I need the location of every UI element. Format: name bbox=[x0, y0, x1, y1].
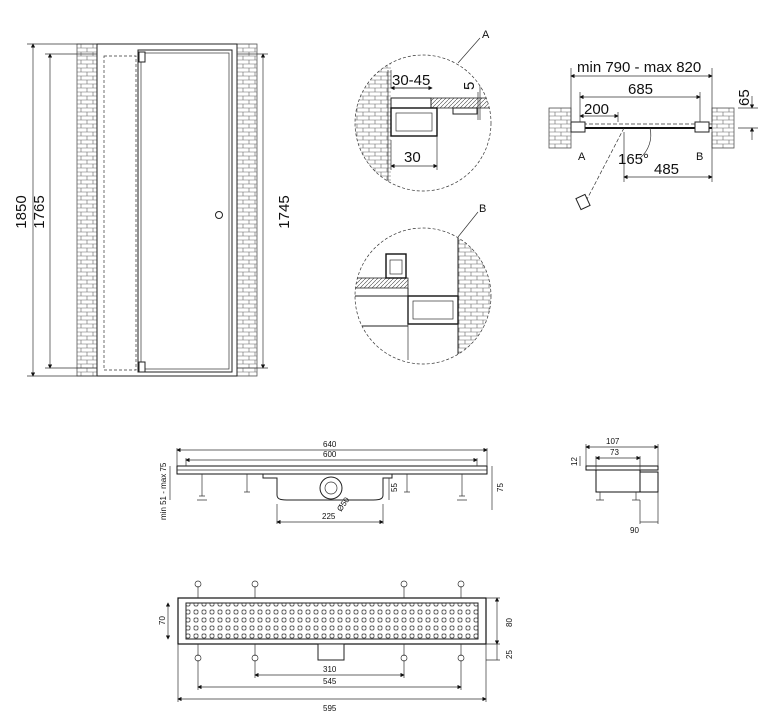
drain-cross-section: 107 73 12 90 bbox=[570, 437, 659, 535]
drain-height-range: min 51 - max 75 bbox=[159, 462, 168, 520]
dim-1765: 1765 bbox=[31, 195, 48, 228]
drain-outlet bbox=[319, 476, 343, 500]
top-w80: 80 bbox=[505, 618, 514, 627]
door-panel bbox=[137, 49, 233, 373]
plan-width: 685 bbox=[628, 81, 653, 98]
plan-angle: 165° bbox=[618, 151, 649, 168]
drain-len-outer: 640 bbox=[323, 440, 337, 449]
plan-view: min 790 - max 820 685 200 65 165° 485 A … bbox=[548, 59, 758, 211]
detail-a-dim-top: 30-45 bbox=[392, 72, 430, 89]
plan-depth: 65 bbox=[736, 89, 753, 106]
door-swing bbox=[583, 127, 625, 206]
detail-a: A 30-45 5 30 bbox=[354, 29, 492, 192]
door-elevation: 1850 1765 1745 bbox=[13, 43, 293, 377]
plan-offset: 200 bbox=[584, 101, 609, 118]
top-d310: 310 bbox=[323, 665, 337, 674]
section-h12: 12 bbox=[570, 457, 579, 466]
plan-label-a: A bbox=[578, 151, 586, 163]
plan-label-b: B bbox=[696, 151, 703, 163]
top-d595: 595 bbox=[323, 704, 337, 713]
drain-outlet-span: 225 bbox=[322, 512, 336, 521]
detail-b-tag: B bbox=[479, 203, 486, 215]
top-w70: 70 bbox=[158, 616, 167, 625]
fixed-panel bbox=[103, 55, 137, 371]
dim-1745: 1745 bbox=[276, 195, 293, 228]
drain-side-view: 640 600 min 51 - max 75 75 55 225 Ø50 bbox=[159, 440, 505, 525]
left-wall bbox=[76, 43, 98, 377]
drain-h55: 55 bbox=[390, 483, 399, 492]
section-w73: 73 bbox=[610, 448, 619, 457]
drain-len-inner: 600 bbox=[323, 450, 337, 459]
plan-swing: 485 bbox=[654, 161, 679, 178]
section-w90: 90 bbox=[630, 526, 639, 535]
dim-1850: 1850 bbox=[13, 195, 30, 228]
detail-a-dim-bottom: 30 bbox=[404, 149, 421, 166]
detail-a-tag: A bbox=[482, 29, 490, 41]
top-w25: 25 bbox=[505, 650, 514, 659]
plan-range: min 790 - max 820 bbox=[577, 59, 701, 76]
drain-grate bbox=[185, 602, 479, 640]
right-wall bbox=[236, 43, 258, 377]
plan-left-wall bbox=[548, 107, 572, 149]
section-w107: 107 bbox=[606, 437, 620, 446]
detail-b: B bbox=[354, 203, 492, 365]
drain-body bbox=[262, 474, 393, 501]
top-d545: 545 bbox=[323, 677, 337, 686]
drain-h75: 75 bbox=[496, 483, 505, 492]
door-knob bbox=[215, 211, 223, 219]
plan-right-wall bbox=[711, 107, 735, 149]
drain-outlet-dia: Ø50 bbox=[335, 495, 351, 513]
drain-top-view: 70 80 25 310 545 595 bbox=[158, 580, 514, 713]
drain-legs bbox=[197, 474, 467, 501]
frame-outer bbox=[96, 43, 238, 377]
detail-a-dim-side: 5 bbox=[461, 82, 478, 90]
